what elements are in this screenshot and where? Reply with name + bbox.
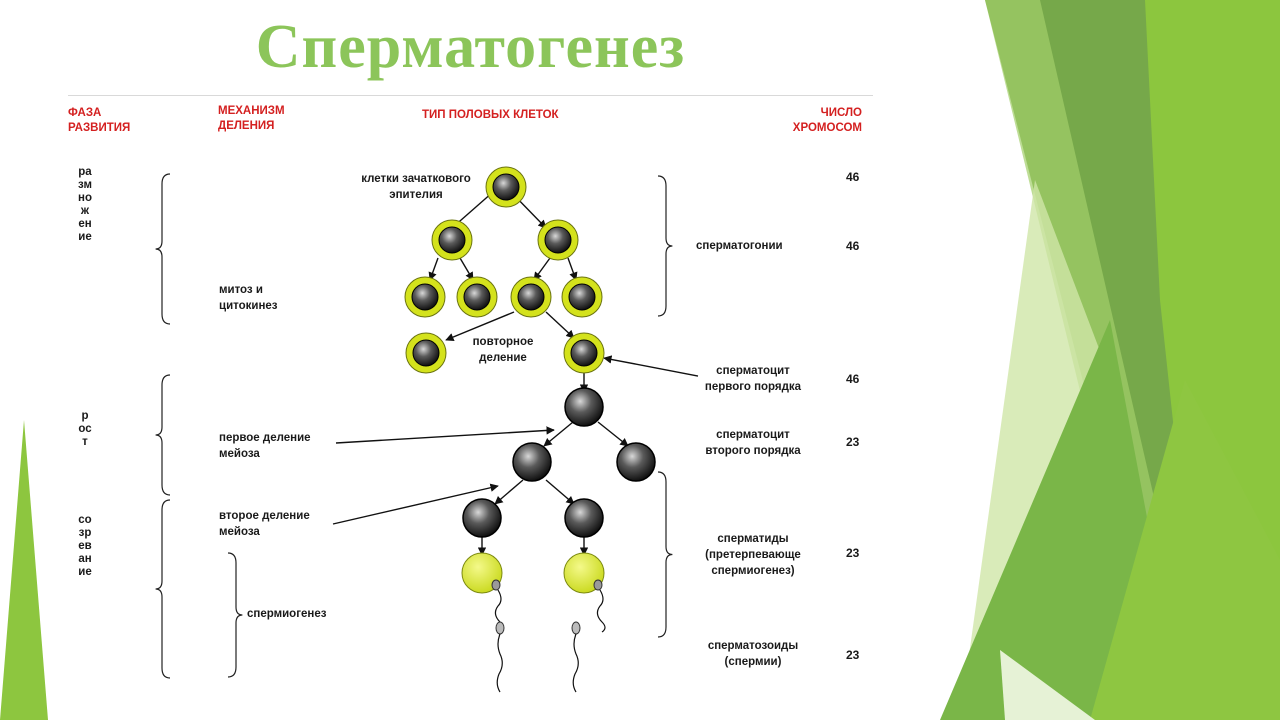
brace-spermatogonia bbox=[657, 175, 673, 317]
lineage-diagram bbox=[155, 166, 699, 693]
line-sg-right-b bbox=[567, 257, 578, 281]
phase-growth: рост bbox=[78, 410, 92, 448]
label-germinal-cells: клетки зачаткового эпителия bbox=[361, 173, 471, 201]
mechanism-meiosis-1: первое деление мейоза bbox=[219, 432, 311, 460]
cell-sg-3-nucleus bbox=[411, 283, 439, 311]
cell-sg-2-nucleus bbox=[544, 226, 572, 254]
pointer-spermatocyte-1 bbox=[603, 355, 699, 377]
cell-sg-6-nucleus bbox=[568, 283, 596, 311]
cell-spermatid-1-acrosome bbox=[491, 579, 501, 591]
cell-sg-4-nucleus bbox=[463, 283, 491, 311]
brace-reproduction bbox=[155, 173, 171, 325]
cell-spermatozoon-1-tail bbox=[496, 633, 503, 693]
cell-growth-nucleus bbox=[564, 387, 604, 427]
header-phase: ФАЗА РАЗВИТИЯ bbox=[68, 107, 131, 134]
line-repeat-right bbox=[545, 311, 575, 339]
deco-triangle-left bbox=[0, 420, 48, 720]
label-spermatozoa: сперматозоиды (спермии) bbox=[707, 640, 799, 668]
cell-spermatozoon-2-head bbox=[571, 621, 581, 635]
title-divider bbox=[68, 95, 873, 96]
line-repeat-left bbox=[445, 311, 515, 342]
header-mechanism: МЕХАНИЗМ ДЕЛЕНИЯ bbox=[218, 105, 285, 132]
cell-germinal-nucleus bbox=[492, 173, 520, 201]
count-spermatozoa: 23 bbox=[846, 648, 860, 662]
count-spermatocyte-1: 46 bbox=[846, 372, 860, 386]
header-cell-type: ТИП ПОЛОВЫХ КЛЕТОК bbox=[422, 109, 559, 121]
brace-spermiogenesis bbox=[227, 552, 243, 678]
cell-spermatocyte-2a-nucleus bbox=[512, 442, 552, 482]
label-spermatocyte-2: сперматоцит второго порядка bbox=[705, 429, 801, 457]
cell-spermatid-2-acrosome bbox=[593, 579, 603, 591]
cell-spermatid-2-tail bbox=[596, 589, 606, 633]
cell-repeat-nucleus bbox=[412, 339, 440, 367]
cell-sg-5-nucleus bbox=[517, 283, 545, 311]
count-spermatids: 23 bbox=[846, 546, 860, 560]
cell-sg-1-nucleus bbox=[438, 226, 466, 254]
line-sg-right-a bbox=[533, 257, 551, 281]
line-sg-left-a bbox=[428, 257, 439, 281]
deco-shape-right-7 bbox=[1000, 650, 1095, 720]
cell-spermatozoon-2-tail bbox=[572, 633, 579, 693]
header-chromosomes: ЧИСЛО ХРОМОСОМ bbox=[792, 107, 862, 134]
line-sc2-to-st-left bbox=[494, 479, 524, 505]
line-sc1-to-sc2-right bbox=[597, 421, 629, 447]
count-spermatogonia: 46 bbox=[846, 239, 860, 253]
cell-spermatid-precursor-1-nucleus bbox=[462, 498, 502, 538]
label-spermatids: сперматиды (претерпевающе спермиогенез) bbox=[705, 533, 801, 577]
label-spermatocyte-1: сперматоцит первого порядка bbox=[704, 365, 802, 393]
cell-spermatid-precursor-2-nucleus bbox=[564, 498, 604, 538]
pointer-meiosis-1 bbox=[335, 426, 555, 444]
count-germinal: 46 bbox=[846, 170, 860, 184]
mechanism-spermiogenesis: спермиогенез bbox=[247, 608, 327, 620]
brace-spermatids bbox=[657, 471, 673, 638]
line-sg-left-b bbox=[459, 257, 474, 281]
pointer-meiosis-2 bbox=[332, 483, 499, 525]
mechanism-meiosis-2: второе деление мейоза bbox=[219, 510, 310, 538]
cell-spermatocyte-1-nucleus bbox=[570, 339, 598, 367]
brace-maturation bbox=[155, 499, 171, 679]
line-sc2-to-st-right bbox=[545, 479, 575, 505]
cell-spermatocyte-2b-nucleus bbox=[616, 442, 656, 482]
phase-reproduction: размножение bbox=[78, 166, 92, 243]
slide-title: Сперматогенез bbox=[255, 13, 686, 81]
spermatogenesis-figure: Сперматогенез ФАЗА РАЗВИТИЯ МЕХАНИЗМ ДЕЛ… bbox=[68, 0, 873, 712]
cell-spermatozoon-1-head bbox=[495, 621, 505, 635]
brace-growth bbox=[155, 374, 171, 496]
count-spermatocyte-2: 23 bbox=[846, 435, 860, 449]
mechanism-mitosis: митоз и цитокинез bbox=[219, 284, 278, 312]
label-spermatogonia: сперматогонии bbox=[696, 240, 783, 252]
phase-maturation: созревание bbox=[78, 514, 92, 578]
deco-shape-right-6 bbox=[1090, 380, 1280, 720]
label-repeat-division: повторное деление bbox=[472, 336, 534, 364]
line-sc1-to-sc2-left bbox=[543, 421, 574, 447]
